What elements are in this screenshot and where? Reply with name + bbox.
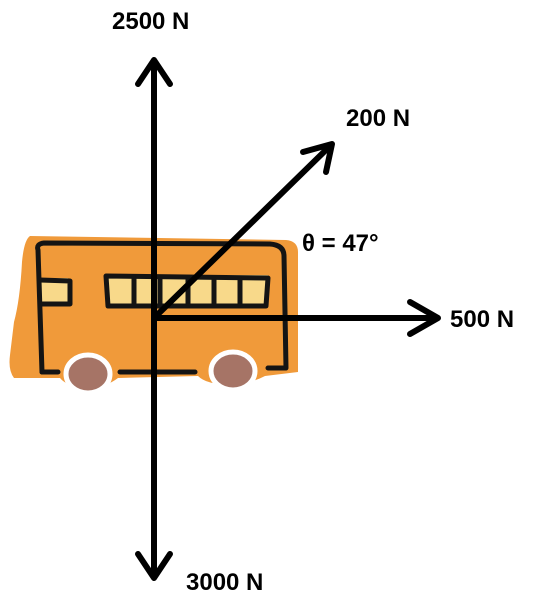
force-arrows xyxy=(135,57,441,581)
force-arrow-down xyxy=(135,315,173,581)
force-arrow-diagonal xyxy=(151,141,335,321)
bus-wheels xyxy=(63,349,258,396)
force-arrow-right xyxy=(151,299,441,337)
front-wheel xyxy=(63,352,113,396)
bus-outline xyxy=(35,240,289,375)
force-label-down: 3000 N xyxy=(186,569,263,596)
force-label-diagonal: 200 N xyxy=(346,105,410,132)
angle-label: θ = 47° xyxy=(302,230,379,257)
rear-wheel xyxy=(208,349,258,393)
force-arrow-up xyxy=(135,57,173,321)
force-label-up: 2500 N xyxy=(112,8,189,35)
force-label-right: 500 N xyxy=(450,306,514,333)
